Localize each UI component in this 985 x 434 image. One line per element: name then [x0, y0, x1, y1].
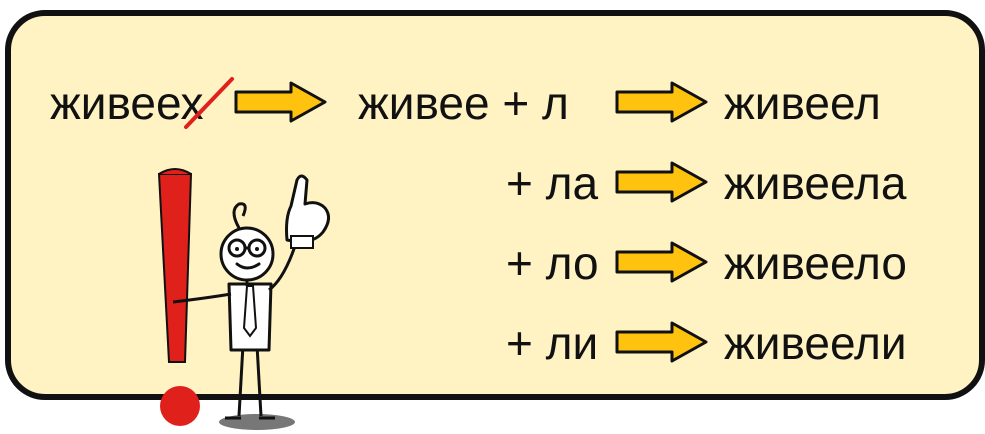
result-word-1: живеел	[724, 77, 881, 129]
pointing-man-illustration	[157, 168, 330, 430]
right-arrow-icon	[615, 321, 708, 363]
right-arrow-icon	[615, 241, 708, 283]
suffix-li: + ли	[506, 317, 599, 369]
result-word-2: живеела	[724, 157, 907, 209]
source-word: живеех	[50, 77, 204, 129]
strikethrough-mark	[184, 77, 234, 129]
result-word-3: живеело	[724, 237, 907, 289]
right-arrow-icon	[234, 81, 327, 123]
result-word-4: живеели	[724, 317, 907, 369]
suffix-lo: + ло	[506, 237, 599, 289]
exclamation-mark-icon	[157, 168, 200, 426]
stem-word: живее + л	[358, 77, 569, 129]
right-arrow-icon	[615, 81, 708, 123]
suffix-la: + ла	[506, 157, 599, 209]
right-arrow-icon	[615, 161, 708, 203]
